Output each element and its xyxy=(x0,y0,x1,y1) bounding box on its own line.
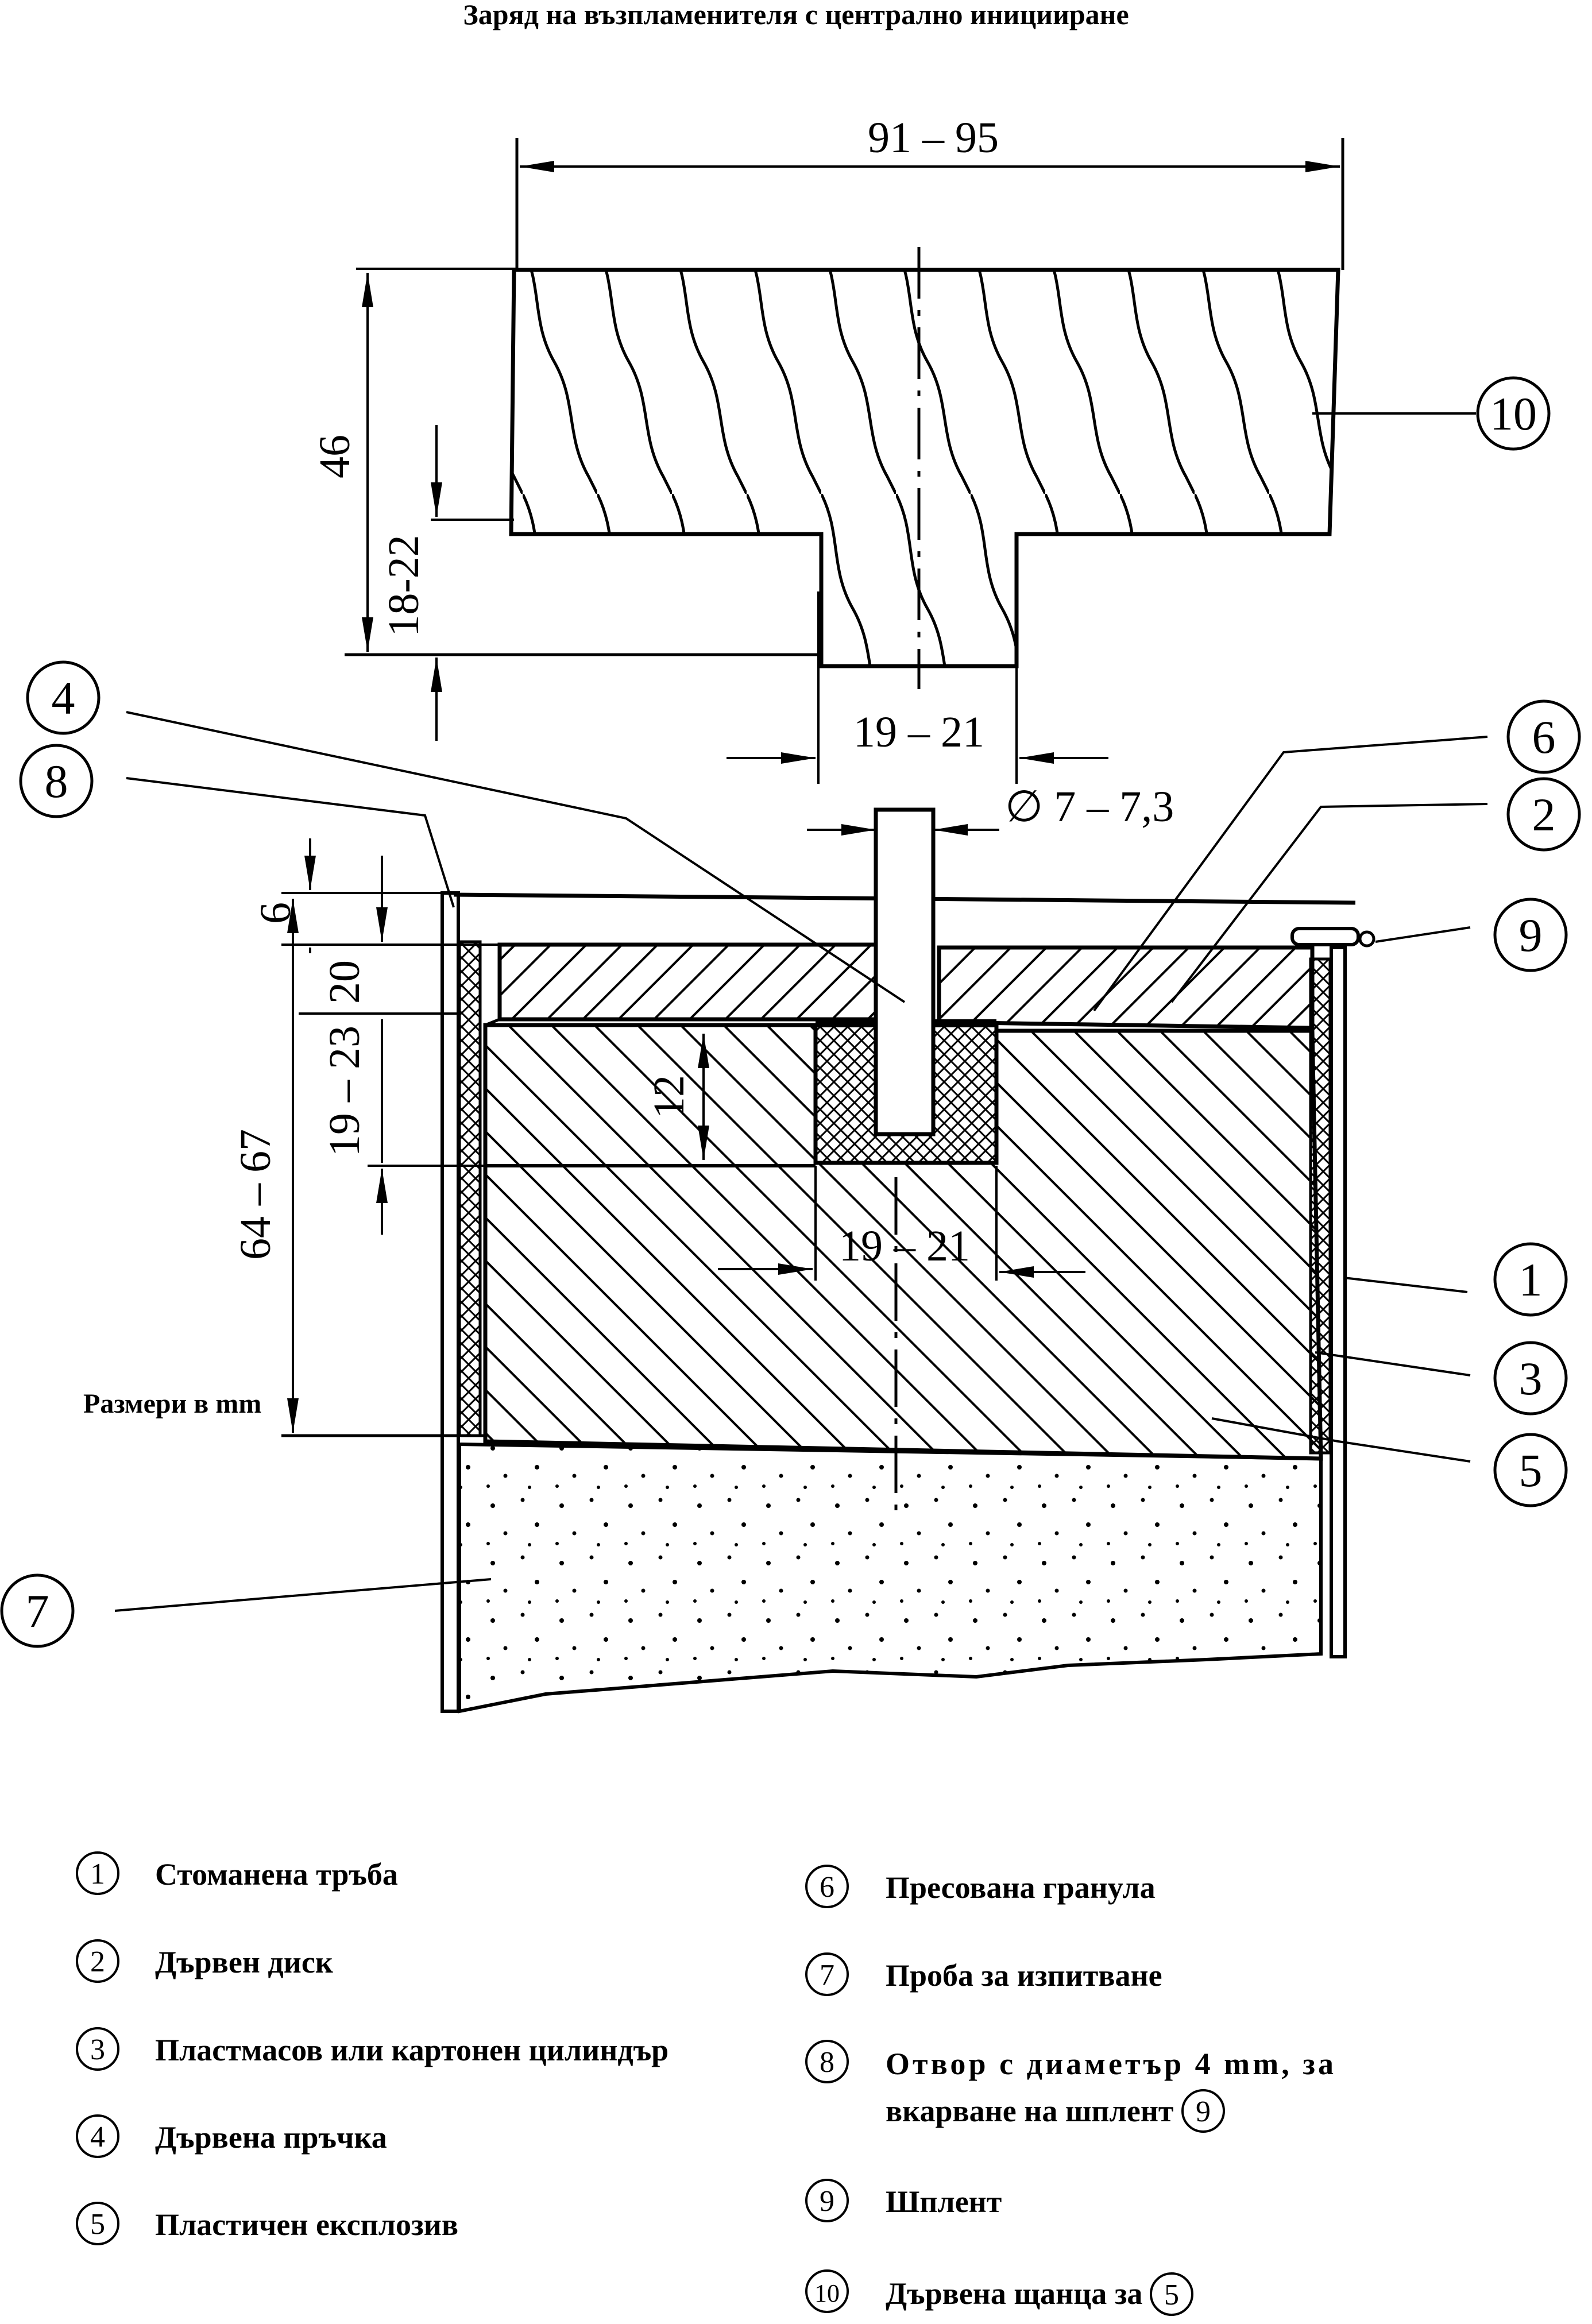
svg-text:18-22: 18-22 xyxy=(380,535,428,636)
wooden-die xyxy=(509,268,1340,668)
svg-text:∅ 7 – 7,3: ∅ 7 – 7,3 xyxy=(1005,783,1174,831)
svg-text:3: 3 xyxy=(1519,1352,1543,1405)
callout-10: 10 xyxy=(1312,376,1551,451)
dim-die-spigot: 19 – 21 xyxy=(727,591,1108,784)
callout-2: 2 xyxy=(1170,777,1581,1003)
legend: 1 Стоманена тръба 2 Дървен диск 3 Пластм… xyxy=(76,1851,1334,2316)
legend-item-7: 7 Проба за изпитване xyxy=(805,1952,1162,1996)
svg-text:4: 4 xyxy=(90,2121,105,2153)
svg-text:5: 5 xyxy=(1164,2279,1179,2311)
callout-9: 9 xyxy=(1375,898,1568,972)
wooden-disk xyxy=(497,942,1315,1030)
svg-text:9: 9 xyxy=(820,2185,834,2218)
svg-text:10: 10 xyxy=(814,2279,840,2307)
svg-text:2: 2 xyxy=(1532,788,1556,841)
svg-text:5: 5 xyxy=(1519,1444,1543,1497)
legend-item-1: 1 Стоманена тръба xyxy=(76,1851,398,1895)
svg-text:7: 7 xyxy=(26,1585,49,1637)
callout-1: 1 xyxy=(1343,1242,1568,1317)
dim-pellet-width: 19 – 21 xyxy=(718,1166,1085,1281)
legend-item-6: 6 Пресована гранула xyxy=(805,1865,1156,1908)
svg-text:64 – 67: 64 – 67 xyxy=(231,1129,280,1260)
dim-die-width: 91 – 95 xyxy=(515,114,1344,270)
svg-text:91 – 95: 91 – 95 xyxy=(868,114,999,162)
units-note: Размери в mm xyxy=(83,1389,261,1419)
legend-item-9: 9 Шплент xyxy=(805,2179,1002,2222)
callout-7: 7 xyxy=(0,1573,492,1648)
svg-text:Стоманена тръба: Стоманена тръба xyxy=(155,1857,398,1892)
legend-item-2: 2 Дървен диск xyxy=(76,1939,334,1983)
dim-die-height: 46 xyxy=(311,268,821,656)
svg-text:1: 1 xyxy=(90,1858,105,1890)
svg-text:10: 10 xyxy=(1490,388,1537,440)
svg-text:9: 9 xyxy=(1196,2095,1211,2128)
legend-item-5: 5 Пластичен експлозив xyxy=(76,2202,458,2245)
svg-text:20: 20 xyxy=(320,960,369,1004)
svg-text:6: 6 xyxy=(820,1871,834,1904)
dim-stick-diameter: ∅ 7 – 7,3 xyxy=(807,783,1174,836)
svg-text:8: 8 xyxy=(820,2046,834,2079)
split-pin xyxy=(1290,927,1375,948)
svg-text:19 – 23: 19 – 23 xyxy=(320,1026,369,1157)
svg-text:Дървена щанца за: Дървена щанца за xyxy=(886,2276,1142,2311)
svg-text:46: 46 xyxy=(311,435,359,478)
legend-item-3: 3 Пластмасов или картонен цилиндър xyxy=(76,2027,669,2071)
callout-4: 4 xyxy=(26,660,906,1003)
svg-text:Проба за изпитване: Проба за изпитване xyxy=(886,1958,1162,1993)
callout-6: 6 xyxy=(1093,699,1581,1012)
dim-total: 64 – 67 xyxy=(231,899,485,1437)
svg-text:9: 9 xyxy=(1519,909,1543,961)
svg-text:Отвор с диаметър 4 mm, за: Отвор с диаметър 4 mm, за xyxy=(886,2047,1334,2081)
svg-text:Пластмасов или картонен цилинд: Пластмасов или картонен цилиндър xyxy=(155,2033,669,2067)
svg-text:Шплент: Шплент xyxy=(886,2184,1002,2219)
callout-5: 5 xyxy=(1211,1417,1568,1507)
svg-text:19 – 21: 19 – 21 xyxy=(853,708,984,756)
svg-text:4: 4 xyxy=(52,672,75,724)
svg-text:вкарване на шплент: вкарване на шплент xyxy=(886,2094,1173,2128)
dim-pellet-depth: 12 xyxy=(645,1034,709,1160)
legend-item-8: 8 Отвор с диаметър 4 mm, за вкарване на … xyxy=(805,2040,1334,2133)
dim-die-step: 18-22 xyxy=(380,425,514,741)
dim-pellet-zone: 19 – 23 xyxy=(320,1019,485,1235)
svg-text:Пластичен експлозив: Пластичен експлозив xyxy=(155,2207,458,2242)
svg-text:Пресована гранула: Пресована гранула xyxy=(886,1870,1156,1905)
svg-text:5: 5 xyxy=(90,2208,105,2241)
wooden-stick xyxy=(874,807,936,1136)
legend-item-4: 4 Дървена пръчка xyxy=(76,2114,387,2158)
dim-disk: 20 xyxy=(299,856,459,1015)
test-sample xyxy=(458,1442,1323,1714)
svg-text:1: 1 xyxy=(1519,1254,1543,1306)
svg-text:Дървена пръчка: Дървена пръчка xyxy=(155,2120,387,2155)
svg-text:12: 12 xyxy=(645,1075,693,1119)
legend-item-10: 10 Дървена щанца за 5 xyxy=(805,2269,1193,2316)
svg-text:2: 2 xyxy=(90,1946,105,1978)
svg-text:Дървен диск: Дървен диск xyxy=(155,1945,334,1979)
svg-text:8: 8 xyxy=(45,755,68,807)
svg-text:7: 7 xyxy=(820,1959,834,1992)
callout-3: 3 xyxy=(1315,1341,1568,1416)
drawing-title: Заряд на възпламенителя с централно иниц… xyxy=(463,0,1129,30)
svg-text:19 – 21: 19 – 21 xyxy=(839,1222,970,1270)
callout-8: 8 xyxy=(19,744,455,908)
svg-text:6: 6 xyxy=(1532,711,1556,763)
svg-text:3: 3 xyxy=(90,2033,105,2066)
